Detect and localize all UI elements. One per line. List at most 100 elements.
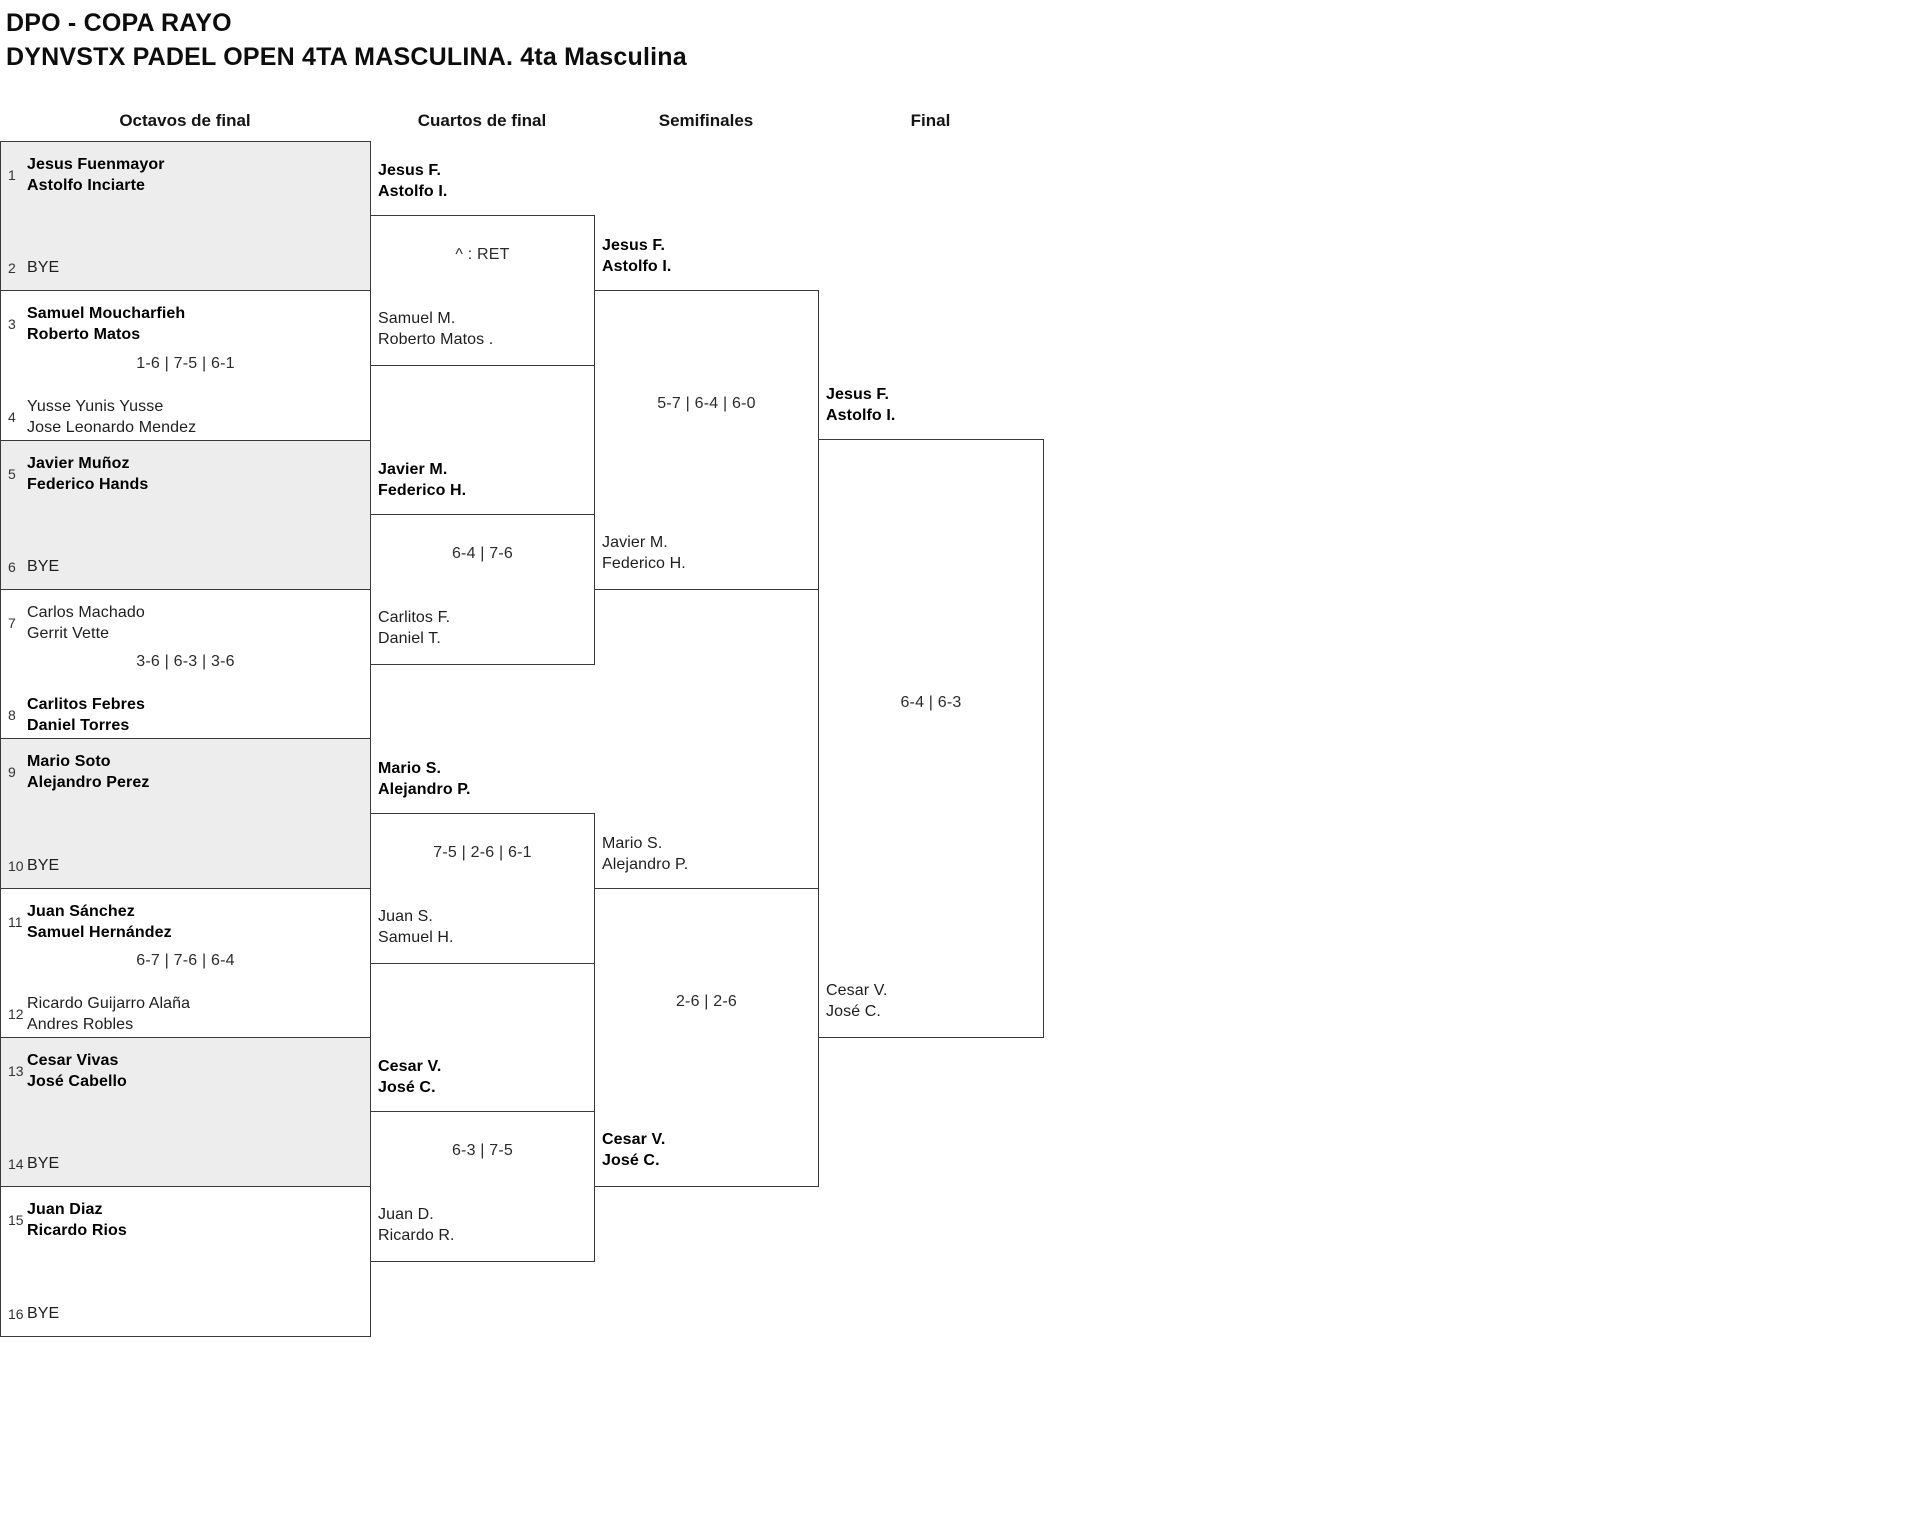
team-names: Carlitos Febres Daniel Torres xyxy=(27,694,370,736)
seed-number: 10 xyxy=(8,857,24,874)
team-names: Mario Soto Alejandro Perez xyxy=(27,751,370,793)
round-header-cuartos: Cuartos de final xyxy=(417,111,547,130)
seed-number: 14 xyxy=(8,1155,24,1172)
match-box-r16-2: 3 Samuel Moucharfieh Roberto Matos 1-6 |… xyxy=(0,290,371,441)
team-name-line: Mario S. xyxy=(378,760,442,777)
team-name-line: Juan S. xyxy=(378,908,433,925)
team-names: Yusse Yunis Yusse Jose Leonardo Mendez xyxy=(27,396,370,438)
team-name-line: Cesar V. xyxy=(602,1131,666,1148)
team-name-line: Javier M. xyxy=(602,534,668,551)
match-box-r16-3: 5 Javier Muñoz Federico Hands 6 BYE xyxy=(0,440,371,590)
bottom-team-label: Javier M. Federico H. xyxy=(602,532,686,574)
top-team-label: Cesar V. José C. xyxy=(378,1056,441,1098)
team-entry: 6 BYE xyxy=(1,556,370,577)
team-entry: 15 Juan Diaz Ricardo Rios xyxy=(1,1199,370,1241)
top-team-label: Mario S. Alejandro P. xyxy=(602,833,688,875)
team-name-line: Cesar V. xyxy=(378,1058,442,1075)
bottom-team-label: Carlitos F. Daniel T. xyxy=(378,607,450,649)
match-box-qf-3: Mario S. Alejandro P. 7-5 | 2-6 | 6-1 Ju… xyxy=(370,760,595,964)
seed-number: 7 xyxy=(8,615,16,631)
team-name-line: Daniel T. xyxy=(378,630,441,647)
team-name-line: Astolfo I. xyxy=(602,258,672,275)
team-name-line: Yusse Yunis Yusse xyxy=(27,398,164,415)
seed-number: 2 xyxy=(8,259,16,276)
team-name-line: Carlitos Febres xyxy=(27,696,145,713)
team-name-line: Astolfo I. xyxy=(378,183,448,200)
match-score: 3-6 | 6-3 | 3-6 xyxy=(136,653,235,670)
team-name-line: Federico H. xyxy=(378,482,467,499)
team-name-line: Roberto Matos xyxy=(27,326,141,343)
team-names: BYE xyxy=(27,556,370,577)
seed-number: 5 xyxy=(8,466,16,482)
team-entry: 2 BYE xyxy=(1,257,370,278)
seed-number: 15 xyxy=(8,1212,24,1228)
bottom-team-label: Juan D. Ricardo R. xyxy=(378,1204,455,1246)
team-name-line: Jesus F. xyxy=(826,386,890,403)
bottom-team-label: Cesar V. José C. xyxy=(826,980,888,1022)
match-box-qf-4: Cesar V. José C. 6-3 | 7-5 Juan D. Ricar… xyxy=(370,1058,595,1262)
match-score: 7-5 | 2-6 | 6-1 xyxy=(433,843,532,861)
team-name-line: José C. xyxy=(378,1079,436,1096)
top-team-label: Javier M. Federico H. xyxy=(378,459,466,501)
team-name-line: Daniel Torres xyxy=(27,717,130,734)
match-box-qf-1: Jesus F. Astolfo I. ^ : RET Samuel M. Ro… xyxy=(370,162,595,366)
team-name-line: Mario S. xyxy=(602,835,663,852)
bottom-team-label: Cesar V. José C. xyxy=(602,1129,665,1171)
team-name-line: Ricardo Rios xyxy=(27,1222,127,1239)
match-score: 6-4 | 6-3 xyxy=(900,693,962,711)
team-names: Carlos Machado Gerrit Vette xyxy=(27,602,370,644)
team-names: Cesar Vivas José Cabello xyxy=(27,1050,370,1092)
match-score: 6-4 | 7-6 xyxy=(451,544,514,562)
team-entry: 10 BYE xyxy=(1,855,370,876)
team-name-line: Astolfo I. xyxy=(826,407,896,424)
team-name-line: Ricardo Guijarro Alaña xyxy=(27,995,191,1012)
top-team-label: Mario S. Alejandro P. xyxy=(378,758,471,800)
team-names: Samuel Moucharfieh Roberto Matos xyxy=(27,303,370,345)
round-header-semifinales: Semifinales xyxy=(658,111,754,130)
match-score: 5-7 | 6-4 | 6-0 xyxy=(657,395,756,412)
team-names: Juan Sánchez Samuel Hernández xyxy=(27,901,370,943)
team-entry: 4 Yusse Yunis Yusse Jose Leonardo Mendez xyxy=(1,396,370,438)
seed-number: 3 xyxy=(8,316,16,332)
team-name-line: Juan Diaz xyxy=(27,1201,103,1218)
team-name-line: José C. xyxy=(602,1152,660,1169)
team-name-line: Cesar Vivas xyxy=(27,1052,119,1069)
team-name-line: Carlitos F. xyxy=(378,609,451,626)
bottom-team-label: Samuel M. Roberto Matos . xyxy=(378,308,493,350)
match-box-r16-6: 11 Juan Sánchez Samuel Hernández 6-7 | 7… xyxy=(0,888,371,1038)
team-names: Javier Muñoz Federico Hands xyxy=(27,453,370,495)
team-name-line: Federico H. xyxy=(602,555,686,572)
team-name-line: Samuel Moucharfieh xyxy=(27,305,186,322)
team-name-line: Javier Muñoz xyxy=(27,455,130,472)
team-name-line: Jesus F. xyxy=(602,237,666,254)
team-name-line: Samuel M. xyxy=(378,310,456,327)
seed-number: 8 xyxy=(8,707,16,723)
team-names: Juan Diaz Ricardo Rios xyxy=(27,1199,370,1241)
team-entry: 12 Ricardo Guijarro Alaña Andres Robles xyxy=(1,993,370,1035)
top-team-label: Jesus F. Astolfo I. xyxy=(602,235,671,277)
match-box-r16-5: 9 Mario Soto Alejandro Perez 10 BYE xyxy=(0,738,371,889)
team-name-line: Alejandro P. xyxy=(378,781,471,798)
team-entry: 8 Carlitos Febres Daniel Torres xyxy=(1,694,370,736)
team-name-line: Samuel Hernández xyxy=(27,924,172,941)
round-header-octavos: Octavos de final xyxy=(119,111,251,130)
team-names: BYE xyxy=(27,257,370,278)
bottom-team-label: Juan S. Samuel H. xyxy=(378,906,454,948)
match-score: 6-7 | 7-6 | 6-4 xyxy=(136,952,235,969)
team-name-line: Alejandro Perez xyxy=(27,774,150,791)
match-score: ^ : RET xyxy=(455,245,510,263)
team-name-line: BYE xyxy=(27,1305,60,1322)
team-name-line: Juan Sánchez xyxy=(27,903,135,920)
team-entry: 11 Juan Sánchez Samuel Hernández xyxy=(1,901,370,943)
team-name-line: BYE xyxy=(27,857,60,874)
team-names: BYE xyxy=(27,1303,370,1324)
team-name-line: Roberto Matos . xyxy=(378,331,494,348)
team-entry: 3 Samuel Moucharfieh Roberto Matos xyxy=(1,303,370,345)
team-name-line: Jesus Fuenmayor xyxy=(27,156,165,173)
match-score: 2-6 | 2-6 xyxy=(675,992,738,1010)
match-score: 1-6 | 7-5 | 6-1 xyxy=(136,354,235,372)
team-entry: 7 Carlos Machado Gerrit Vette xyxy=(1,602,370,644)
team-name-line: BYE xyxy=(27,259,60,276)
team-name-line: Gerrit Vette xyxy=(27,625,110,642)
